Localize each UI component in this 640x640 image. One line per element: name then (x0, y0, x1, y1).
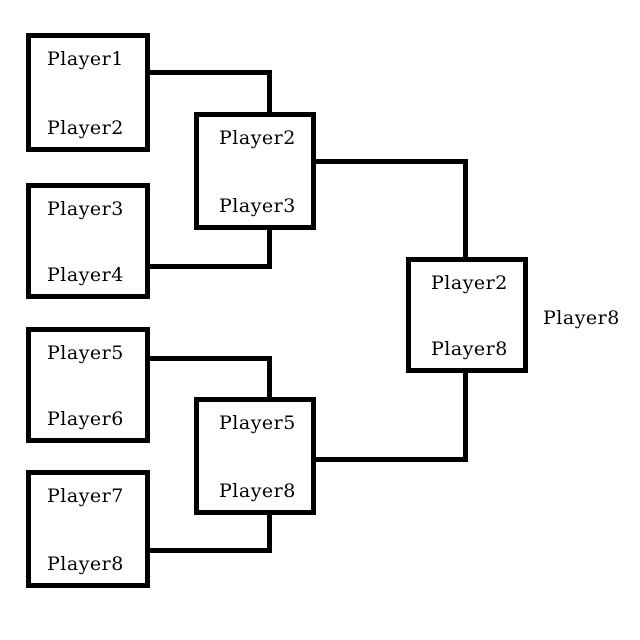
connector-r1m4-horizontal (150, 548, 272, 553)
connector-r2m2-horizontal (316, 457, 468, 462)
winner-label: Player8 (543, 307, 620, 329)
round2-match2-box: Player5 Player8 (194, 397, 316, 515)
player-name: Player2 (47, 117, 124, 140)
round1-match2-box: Player3 Player4 (26, 183, 150, 299)
player-name: Player2 (431, 272, 508, 294)
round1-match1-box: Player1 Player2 (26, 33, 150, 152)
connector-r1m2-vertical (267, 230, 272, 269)
player-name: Player3 (219, 195, 296, 218)
connector-r2m1-vertical (463, 159, 468, 257)
connector-r2m2-vertical (463, 373, 468, 462)
round1-match3-box: Player5 Player6 (26, 327, 150, 443)
player-name: Player5 (219, 412, 296, 434)
connector-r1m1-horizontal (150, 70, 272, 75)
connector-r1m3-horizontal (150, 356, 272, 361)
final-match-box: Player2 Player8 (406, 257, 528, 373)
player-name: Player7 (47, 485, 124, 507)
player-name: Player3 (47, 198, 124, 220)
player-name: Player1 (47, 48, 124, 70)
round2-match1-box: Player2 Player3 (194, 112, 316, 230)
connector-r1m1-vertical (267, 70, 272, 112)
player-name: Player4 (47, 264, 124, 287)
player-name: Player2 (219, 127, 296, 149)
player-name: Player5 (47, 342, 124, 364)
player-name: Player8 (219, 480, 296, 503)
player-name: Player6 (47, 408, 124, 431)
connector-r1m3-vertical (267, 356, 272, 397)
player-name: Player8 (47, 553, 124, 576)
connector-r1m4-vertical (267, 515, 272, 553)
round1-match4-box: Player7 Player8 (26, 470, 150, 588)
connector-r2m1-horizontal (316, 159, 468, 164)
player-name: Player8 (431, 338, 508, 361)
connector-r1m2-horizontal (150, 264, 272, 269)
